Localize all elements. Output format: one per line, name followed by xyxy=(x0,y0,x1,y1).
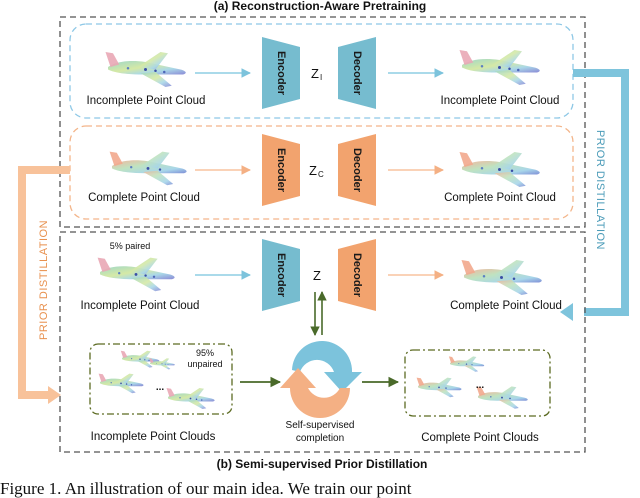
complete-input-label: Complete Point Cloud xyxy=(88,192,200,204)
complete-plane-1 xyxy=(448,356,485,372)
prior-distillation-label-right: PRIOR DISTILLATION xyxy=(594,130,606,250)
prior-distillation-arrowhead-right xyxy=(560,303,573,321)
unpaired-input-ellipsis: ... xyxy=(156,382,165,393)
encoder-label-a1: Encoder xyxy=(275,51,287,96)
incomplete-output-label: Incomplete Point Cloud xyxy=(441,95,560,107)
complete-point-cloud-image-left xyxy=(109,151,187,186)
unpaired-plane-3 xyxy=(166,388,215,409)
paired-complete-output-image xyxy=(461,260,542,295)
incomplete-input-label: Incomplete Point Cloud xyxy=(87,95,206,107)
paired-note: 5% paired xyxy=(110,241,151,251)
incomplete-point-cloud-image-left xyxy=(105,52,186,87)
section-b-title: (b) Semi-supervised Prior Distillation xyxy=(217,457,428,471)
incomplete-branch-box xyxy=(69,23,574,119)
latent-zi-sub: I xyxy=(320,73,322,82)
latent-zc-main: Z xyxy=(309,163,317,178)
cycle-label-line1: Self-supervised xyxy=(286,420,355,431)
complete-point-cloud-image-right xyxy=(459,152,540,187)
prior-distillation-arrowhead-left xyxy=(48,386,61,404)
encoder-label-b: Encoder xyxy=(275,253,287,298)
incomplete-point-cloud-image-right xyxy=(459,50,540,85)
encoder-block-a1 xyxy=(262,37,300,109)
decoder-label-a1: Decoder xyxy=(351,51,363,96)
encoder-block-b xyxy=(262,239,300,311)
paired-incomplete-image xyxy=(97,257,175,292)
section-a-title: (a) Reconstruction-Aware Pretraining xyxy=(214,0,426,13)
decoder-label-b: Decoder xyxy=(351,253,363,298)
prior-distillation-label-left: PRIOR DISTILLATION xyxy=(38,220,50,340)
decoder-block-b xyxy=(338,239,376,311)
cycle-label-line2: completion xyxy=(296,433,344,444)
unpaired-input-label: Incomplete Point Clouds xyxy=(91,431,216,443)
complete-output-ellipsis: ... xyxy=(476,380,485,391)
decoder-block-a2 xyxy=(338,134,376,206)
figure-caption: Figure 1. An illustration of our main id… xyxy=(0,479,412,498)
pretraining-outer-box xyxy=(59,16,586,228)
unpaired-plane-2 xyxy=(98,373,144,394)
latent-z: Z xyxy=(313,268,321,283)
unpaired-input-box xyxy=(89,343,233,415)
paired-input-label: Incomplete Point Cloud xyxy=(81,300,200,312)
unpaired-note-line1: 95% xyxy=(196,348,214,358)
complete-plane-2 xyxy=(416,377,462,398)
prior-distillation-band-right xyxy=(573,69,629,316)
complete-output-label-b: Complete Point Clouds xyxy=(421,432,539,444)
encoder-label-a2: Encoder xyxy=(275,148,287,193)
complete-branch-box xyxy=(69,125,574,220)
latent-zc-sub: C xyxy=(318,170,324,179)
decoder-block-a1 xyxy=(338,37,376,109)
distillation-outer-box xyxy=(59,231,586,453)
unpaired-plane-1 xyxy=(120,350,160,368)
complete-output-box xyxy=(404,349,551,417)
latent-zi-main: Z xyxy=(311,66,319,81)
unpaired-note-line2: unpaired xyxy=(187,359,222,369)
complete-output-label: Complete Point Cloud xyxy=(444,192,556,204)
prior-distillation-band-left xyxy=(18,166,70,399)
self-supervised-cycle-icon xyxy=(280,341,362,418)
decoder-label-a2: Decoder xyxy=(351,148,363,193)
encoder-block-a2 xyxy=(262,134,300,206)
paired-output-label: Complete Point Cloud xyxy=(450,300,562,312)
